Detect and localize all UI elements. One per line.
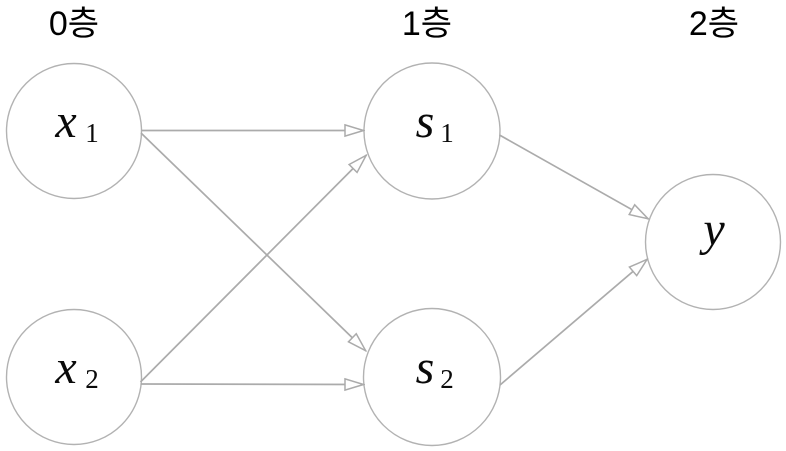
node-x2-label: x 2 <box>54 341 98 394</box>
layer-label-2: 2층 <box>689 5 739 43</box>
edge-x2-s2 <box>140 384 365 385</box>
node-s2-label: s 2 <box>416 341 454 394</box>
edge-s2-y <box>499 259 648 386</box>
layer-label-1: 1층 <box>402 5 452 43</box>
node-labels: x 1 x 2 s 1 s 2 y <box>54 95 725 394</box>
node-y-circle <box>644 173 782 311</box>
edges <box>139 131 649 386</box>
edge-s1-y <box>499 134 649 219</box>
node-s1-sub: 1 <box>440 118 454 148</box>
edge-x2-s1 <box>139 155 367 383</box>
node-s2-circle <box>362 307 502 447</box>
node-s2-sub: 2 <box>440 364 454 394</box>
node-x2-sub: 2 <box>85 364 99 394</box>
node-x2-circle <box>5 308 143 446</box>
node-s1-base: s <box>416 95 435 148</box>
node-y-label: y <box>698 203 725 256</box>
node-x1-label: x 1 <box>54 95 98 148</box>
node-y-base: y <box>698 203 725 256</box>
node-s1-label: s 1 <box>416 95 454 148</box>
node-x2-base: x <box>54 341 76 394</box>
node-x1-sub: 1 <box>85 118 99 148</box>
layer-label-0: 0층 <box>49 5 99 43</box>
layer-labels: 0층 1층 2층 <box>49 5 739 43</box>
nodes <box>5 62 782 447</box>
edge-x1-s2 <box>140 132 366 351</box>
node-s2-base: s <box>416 341 435 394</box>
node-x1-base: x <box>54 95 76 148</box>
